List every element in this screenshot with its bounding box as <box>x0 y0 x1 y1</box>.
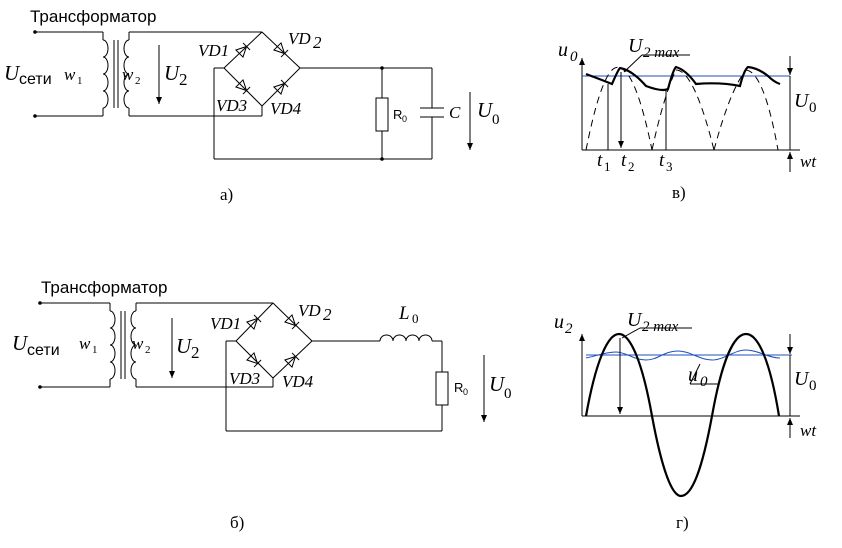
u0-label-a: U <box>477 98 494 122</box>
diode-bridge-b <box>235 302 313 387</box>
u-input-sub-b: сети <box>27 342 60 359</box>
transformer-title-b: Трансформатор <box>41 278 167 297</box>
vd2-sub-a: 2 <box>313 33 322 52</box>
w1-label-a: w <box>64 65 76 84</box>
sine-voltage-g <box>584 332 781 498</box>
t3-sub-v: 3 <box>666 159 673 174</box>
u0-label-v: U <box>794 90 810 112</box>
vd3-label-a: VD3 <box>216 96 247 115</box>
t3-label-v: t <box>659 150 665 171</box>
u0-label-sub-v: 0 <box>809 100 817 116</box>
ripple-curve-g <box>585 349 781 361</box>
w2-label-b: w <box>132 334 144 353</box>
u-input-sub-a: сети <box>19 71 52 88</box>
u0-sub-a: 0 <box>492 112 500 128</box>
circuit-a: Трансформатор U сети w 1 w 2 U 2 <box>4 7 500 204</box>
u0-sub-b: 0 <box>504 386 512 402</box>
w1-sub-a: 1 <box>77 75 83 87</box>
ripple-label-g: u <box>688 364 698 386</box>
peak-label-g: U <box>627 309 643 331</box>
u2-sub-b: 2 <box>191 343 200 362</box>
waveform-panel-g: u 2 U 2 max u 0 U 0 wt г) <box>554 309 817 532</box>
resistor-r0-b <box>435 371 449 406</box>
ripple-leader-g <box>689 363 701 385</box>
capacitor-voltage-v <box>585 65 781 92</box>
primary-winding-b <box>38 301 116 389</box>
r0-sub-a: 0 <box>402 114 407 124</box>
t2-sub-v: 2 <box>628 159 635 174</box>
rectified-dashed-v <box>585 66 779 151</box>
vd2-label-b: VD <box>298 301 321 320</box>
peak-label-sub-v: 2 max <box>643 45 680 61</box>
vd1-label-b: VD1 <box>210 314 241 333</box>
peak-label-v: U <box>628 35 644 57</box>
primary-winding-a <box>33 30 109 118</box>
u-input-label-b: U <box>12 331 29 355</box>
u0-label-b: U <box>489 372 506 396</box>
caption-b: б) <box>230 513 244 532</box>
diode-bridge-a <box>223 31 301 116</box>
resistor-r0-a <box>375 97 389 132</box>
y-label-sub-v: 0 <box>570 49 578 65</box>
output-wiring-a <box>213 66 444 161</box>
u2-label-a: U <box>164 61 181 85</box>
c-label-a: C <box>449 103 461 122</box>
u2-label-b: U <box>176 334 193 358</box>
r0-label-a: R <box>393 107 402 122</box>
u-input-label-a: U <box>4 61 21 85</box>
w1-sub-b: 1 <box>92 344 98 356</box>
caption-v: в) <box>672 183 686 202</box>
vd1-label-a: VD1 <box>198 41 229 60</box>
w1-label-b: w <box>79 334 91 353</box>
peak-leader-g <box>621 327 641 339</box>
y-label-v: u <box>558 39 568 61</box>
l0-sub-b: 0 <box>412 311 419 326</box>
x-label-g: wt <box>800 421 817 440</box>
transformer-title-a: Трансформатор <box>30 7 156 26</box>
t1-label-v: t <box>597 150 603 171</box>
y-label-sub-g: 2 <box>565 321 573 337</box>
vd3-label-b: VD3 <box>229 369 260 388</box>
l0-label-b: L <box>398 303 410 324</box>
w2-sub-a: 2 <box>135 75 141 87</box>
y-label-g: u <box>554 311 564 333</box>
t1-sub-v: 1 <box>604 159 611 174</box>
r0-label-b: R <box>454 380 463 395</box>
u2-sub-a: 2 <box>179 70 188 89</box>
r0-sub-b: 0 <box>463 387 468 397</box>
vd2-sub-b: 2 <box>323 305 332 324</box>
w2-label-a: w <box>122 65 134 84</box>
output-wiring-b <box>225 334 449 432</box>
secondary-winding-a <box>123 31 262 117</box>
peak-label-sub-g: 2 max <box>642 319 679 335</box>
w2-sub-b: 2 <box>145 344 151 356</box>
vd4-label-a: VD4 <box>270 99 302 118</box>
t2-label-v: t <box>621 150 627 171</box>
circuit-b: Трансформатор U сети w 1 w 2 U 2 <box>12 278 512 532</box>
caption-g: г) <box>676 513 689 532</box>
waveform-panel-v: u 0 U 2 max U 0 t 1 t 2 t 3 wt в) <box>558 35 817 202</box>
u0-label-g: U <box>794 368 810 390</box>
vd2-label-a: VD <box>288 29 311 48</box>
secondary-winding-b <box>130 302 273 388</box>
ripple-label-sub-g: 0 <box>700 374 708 390</box>
vd4-label-b: VD4 <box>282 372 314 391</box>
x-label-v: wt <box>800 152 817 171</box>
u0-label-sub-g: 0 <box>809 378 817 394</box>
peak-leader-v <box>623 54 643 73</box>
caption-a: а) <box>220 185 233 204</box>
inductor-l0-b <box>379 334 433 342</box>
